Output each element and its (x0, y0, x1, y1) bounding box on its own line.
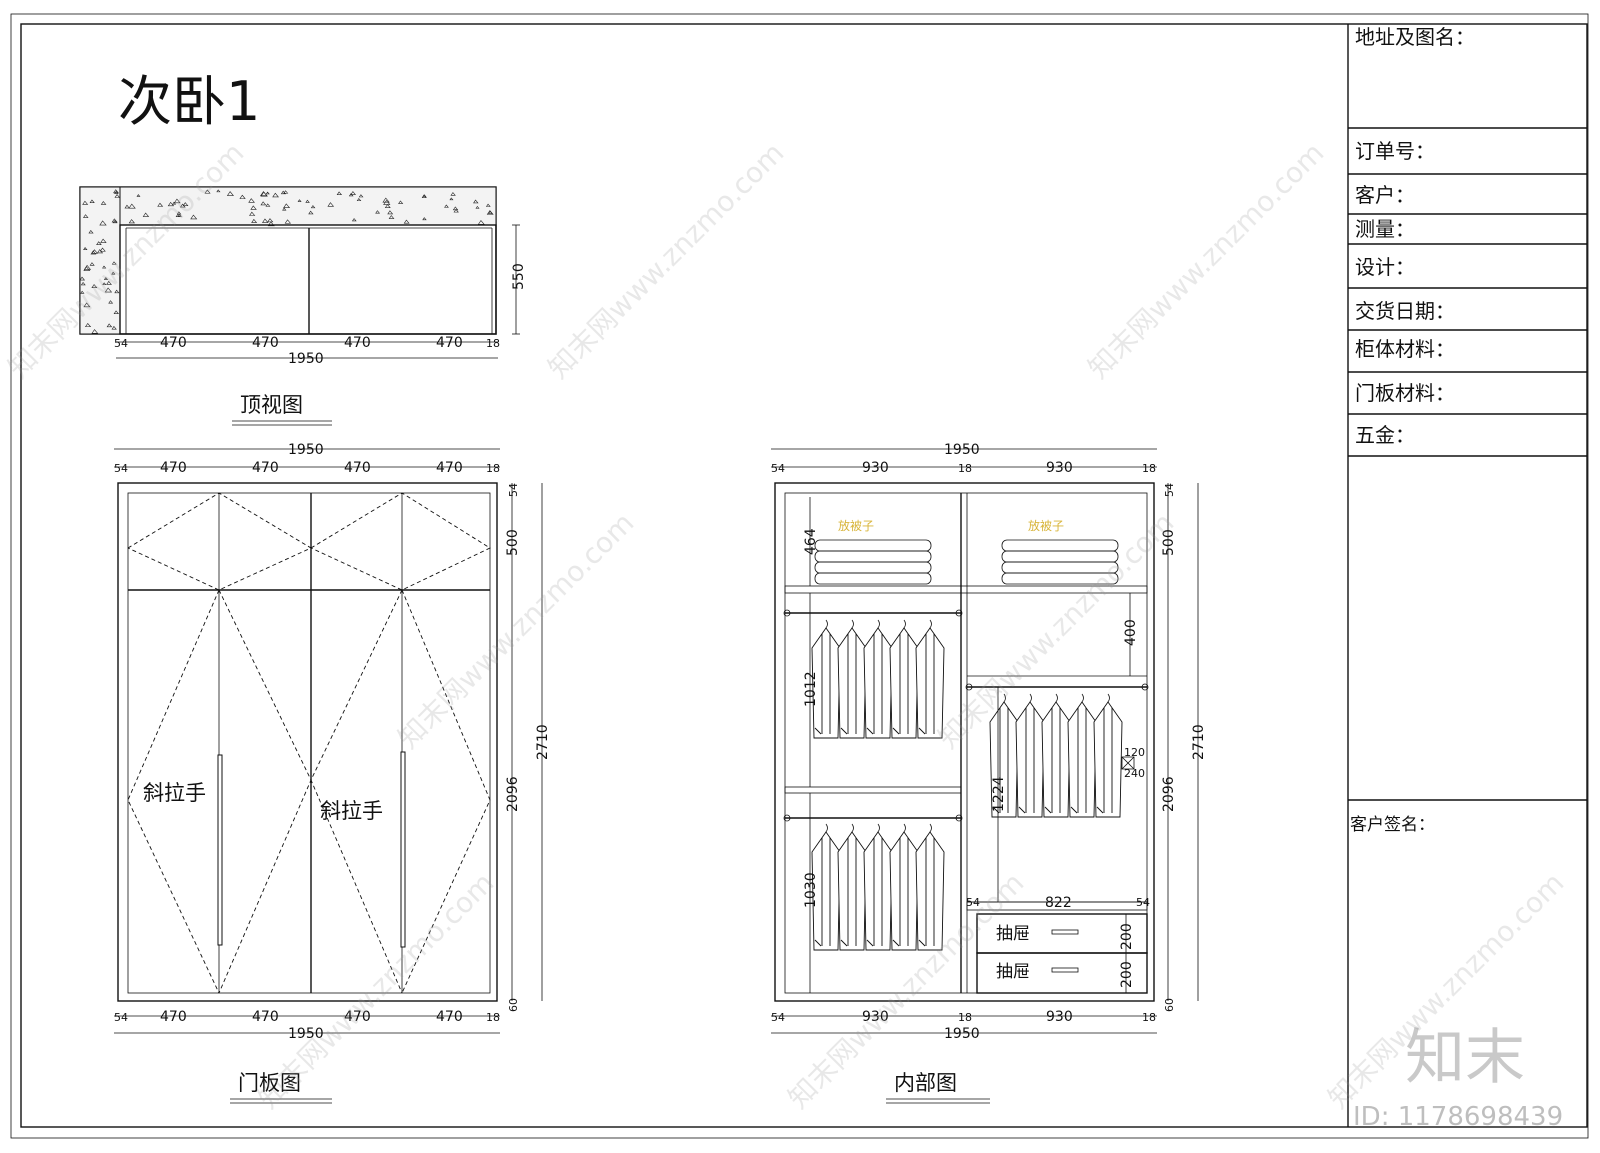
top-seg-2: 470 (252, 335, 279, 351)
cabinet-material-label: 柜体材料： (1355, 337, 1455, 361)
dim-drawer-h1: 200 (1119, 923, 1135, 950)
signature-label: 客户签名： (1350, 815, 1435, 835)
watermark-6: 知末网www.znzmo.com (252, 866, 501, 1115)
watermark-id: ID: 1178698439 (1353, 1102, 1563, 1132)
address-label: 地址及图名： (1355, 25, 1475, 49)
int-h-bottom: 60 (1163, 998, 1176, 1012)
dim-left-lower-hang: 1030 (803, 872, 819, 908)
watermark-3: 知末网www.znzmo.com (1082, 136, 1331, 385)
dim-right-hang: 1224 (991, 776, 1007, 812)
door-bseg-5: 18 (486, 1011, 500, 1024)
drawer-label-1: 抽屉 (996, 924, 1030, 944)
dim-right-gap: 400 (1123, 619, 1139, 646)
door-seg-2: 470 (252, 460, 279, 476)
measure-label: 测量： (1355, 217, 1415, 241)
customer-label: 客户： (1355, 183, 1415, 207)
quilt-label-right: 放被子 (1028, 518, 1064, 533)
order-label: 订单号： (1355, 139, 1435, 163)
int-seg-1: 930 (862, 460, 889, 476)
door-seg-1: 470 (160, 460, 187, 476)
outer-frame (10, 13, 1589, 1139)
door-view: 1950 54 470 470 470 470 18 斜拉手 斜拉手 54 50… (114, 442, 551, 1104)
handle-label-right: 斜拉手 (320, 799, 383, 823)
int-bseg-4: 18 (1142, 1011, 1156, 1024)
handle-label-left: 斜拉手 (143, 781, 206, 805)
int-h-upper: 500 (1161, 529, 1177, 556)
quilt-stack-right (1001, 539, 1119, 585)
dim-left-upper-hang: 1012 (803, 671, 819, 707)
top-seg-0: 54 (114, 337, 128, 350)
int-bseg-2: 18 (958, 1011, 972, 1024)
drawer-handle-1 (1051, 929, 1079, 935)
drawing-title: 次卧1 (118, 70, 260, 133)
dim-shelf-top: 464 (803, 528, 819, 555)
int-h-total: 2710 (1191, 724, 1207, 760)
top-view-label: 顶视图 (240, 393, 303, 417)
door-seg-4: 470 (436, 460, 463, 476)
dim-drawer-width: 822 (1045, 895, 1072, 911)
int-seg-2: 18 (958, 462, 972, 475)
int-bseg-3: 930 (1046, 1009, 1073, 1025)
top-view: 550 54 470 470 470 470 18 1950 顶视图 (79, 186, 527, 426)
top-seg-3: 470 (344, 335, 371, 351)
quilt-label-left: 放被子 (838, 518, 874, 533)
door-h-bottom: 60 (507, 998, 520, 1012)
door-h-top: 54 (507, 483, 520, 497)
interior-view-label: 内部图 (894, 1071, 957, 1095)
int-bseg-0: 54 (771, 1011, 785, 1024)
watermark-2: 知末网www.znzmo.com (542, 136, 791, 385)
int-seg-3: 930 (1046, 460, 1073, 476)
hanging-clothes (811, 619, 1123, 951)
inner-frame (20, 23, 1588, 1128)
door-handle-right (400, 751, 406, 948)
door-seg-0: 54 (114, 462, 128, 475)
int-seg-4: 18 (1142, 462, 1156, 475)
door-handle-left (217, 754, 223, 946)
watermarks: 知末网www.znzmo.com 知末网www.znzmo.com 知末网www… (2, 136, 1571, 1132)
title-block: 地址及图名： 订单号： 客户： 测量： 设计： 交货日期： 柜体材料： 门板材料… (1348, 25, 1587, 835)
door-h-upper: 500 (505, 529, 521, 556)
door-bseg-1: 470 (160, 1009, 187, 1025)
hardware-label: 五金： (1355, 423, 1415, 447)
door-total-top-dim: 1950 (288, 442, 324, 458)
int-bseg-1: 930 (862, 1009, 889, 1025)
dim-rail-a: 120 (1124, 746, 1145, 759)
top-seg-4: 470 (436, 335, 463, 351)
door-h-total: 2710 (535, 724, 551, 760)
design-label: 设计： (1355, 255, 1415, 279)
delivery-date-label: 交货日期： (1355, 299, 1455, 323)
int-total-bottom-dim: 1950 (944, 1026, 980, 1042)
door-bseg-3: 470 (344, 1009, 371, 1025)
int-total-top-dim: 1950 (944, 442, 980, 458)
dim-drawer-h2: 200 (1119, 961, 1135, 988)
int-h-lower: 2096 (1161, 776, 1177, 812)
int-seg-0: 54 (771, 462, 785, 475)
int-h-top: 54 (1163, 483, 1176, 497)
door-bseg-2: 470 (252, 1009, 279, 1025)
quilt-stack-left (814, 539, 932, 585)
door-bseg-0: 54 (114, 1011, 128, 1024)
door-material-label: 门板材料： (1355, 381, 1455, 405)
dim-drawer-side-l: 54 (966, 896, 980, 909)
top-seg-1: 470 (160, 335, 187, 351)
top-depth-dim: 550 (511, 263, 527, 290)
drawer-handle-2 (1051, 967, 1079, 973)
interior-view: 1950 54 930 18 930 18 放被子 放被子 (771, 442, 1207, 1104)
top-seg-5: 18 (486, 337, 500, 350)
door-h-lower: 2096 (505, 776, 521, 812)
dim-rail-b: 240 (1124, 767, 1145, 780)
door-seg-5: 18 (486, 462, 500, 475)
wall-speckles (79, 189, 494, 334)
drawer-label-2: 抽屉 (996, 962, 1030, 982)
door-view-label: 门板图 (238, 1071, 301, 1095)
door-seg-3: 470 (344, 460, 371, 476)
top-total-dim: 1950 (288, 351, 324, 367)
watermark-logo: 知末 (1405, 1023, 1525, 1093)
dim-drawer-side-r: 54 (1136, 896, 1150, 909)
door-bseg-4: 470 (436, 1009, 463, 1025)
door-total-bottom-dim: 1950 (288, 1026, 324, 1042)
